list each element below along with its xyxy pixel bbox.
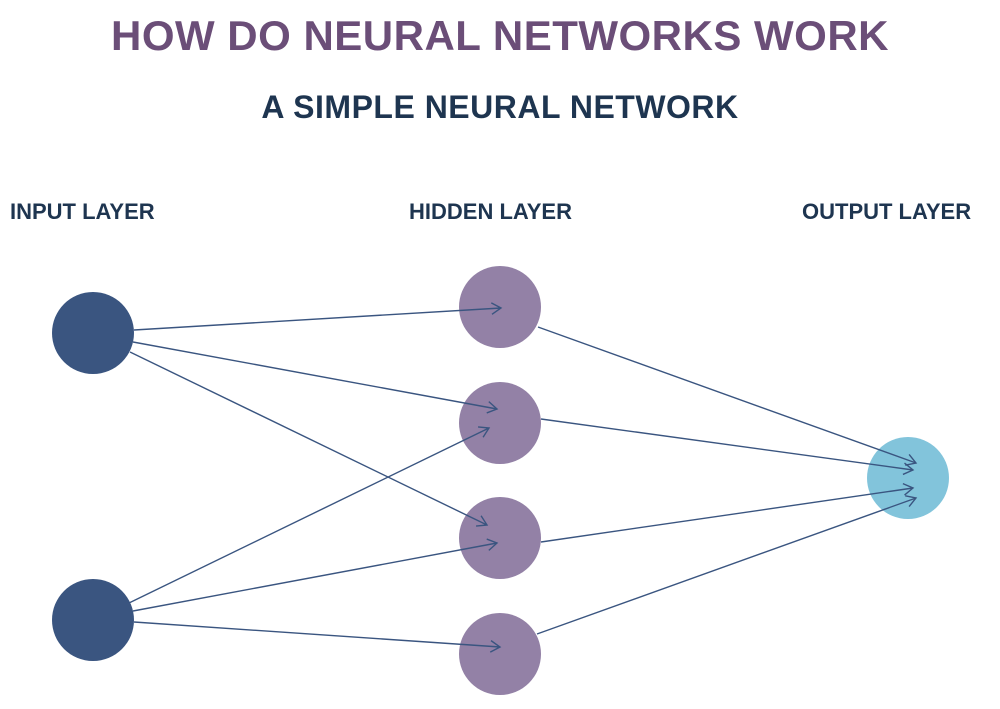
hidden-node-2 (459, 382, 541, 464)
output-layer-label: OUTPUT LAYER (802, 199, 972, 224)
connection-line (129, 351, 488, 526)
connection-input-2-to-hidden-2 (128, 426, 491, 604)
connection-line (132, 341, 498, 410)
connection-line (540, 487, 914, 543)
input-node-2 (52, 579, 134, 661)
connection-hidden-1-to-output-1 (537, 326, 918, 466)
connection-line (537, 326, 917, 464)
connection-line (540, 418, 914, 471)
arrowhead-icon (902, 483, 915, 496)
arrowhead-icon (475, 515, 489, 527)
arrowhead-icon (490, 302, 503, 315)
arrowhead-icon (486, 401, 499, 414)
input-layer-label: INPUT LAYER (10, 199, 155, 224)
page-title: HOW DO NEURAL NETWORKS WORK (110, 12, 889, 59)
connection-line (133, 307, 502, 331)
hidden-node-4 (459, 613, 541, 695)
connection-line (128, 427, 490, 604)
connection-line (133, 621, 501, 648)
arrowhead-icon (486, 538, 499, 551)
connection-input-1-to-hidden-3 (129, 351, 489, 527)
output-node-1 (867, 437, 949, 519)
connection-line (132, 542, 498, 612)
arrowhead-icon (489, 640, 502, 653)
input-node-1 (52, 292, 134, 374)
connection-hidden-2-to-output-1 (540, 418, 915, 476)
connection-hidden-4-to-output-1 (536, 495, 918, 635)
connection-input-1-to-hidden-1 (133, 302, 503, 331)
arrowhead-icon (477, 426, 491, 438)
connection-input-2-to-hidden-4 (133, 621, 502, 653)
hidden-node-3 (459, 497, 541, 579)
arrowhead-icon (905, 495, 918, 508)
hidden-layer-label: HIDDEN LAYER (409, 199, 572, 224)
connection-input-1-to-hidden-2 (132, 341, 499, 414)
connection-input-2-to-hidden-3 (132, 538, 499, 612)
arrowhead-icon (902, 462, 915, 476)
arrowhead-icon (905, 453, 918, 466)
diagram-subtitle: A SIMPLE NEURAL NETWORK (261, 89, 739, 125)
connection-hidden-3-to-output-1 (540, 483, 915, 543)
connection-line (536, 497, 917, 635)
